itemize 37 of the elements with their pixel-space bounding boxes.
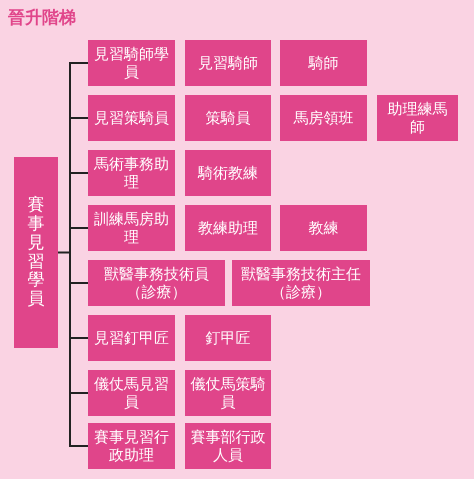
role-label: 策騎員 bbox=[206, 109, 250, 127]
role-box bbox=[280, 40, 367, 86]
role-label: 獸醫事務技術主任（診療） bbox=[240, 265, 362, 301]
role-box bbox=[280, 95, 367, 141]
role-label: 騎師 bbox=[308, 54, 338, 72]
role-box bbox=[232, 260, 370, 306]
role-box bbox=[185, 40, 271, 86]
connector-line bbox=[58, 252, 88, 447]
role-label: 儀仗馬見習員 bbox=[93, 375, 170, 411]
role-label: 賽事見習學員 bbox=[28, 196, 44, 309]
role-box bbox=[280, 205, 367, 251]
role-box bbox=[185, 315, 271, 361]
role-label: 釘甲匠 bbox=[206, 329, 250, 347]
role-box bbox=[185, 150, 271, 196]
role-box bbox=[88, 95, 175, 141]
role-label: 馬術事務助理 bbox=[93, 155, 170, 191]
role-label: 賽事見習行政助理 bbox=[93, 428, 170, 464]
role-label: 見習騎師 bbox=[198, 54, 258, 72]
role-box bbox=[185, 95, 271, 141]
role-box bbox=[185, 205, 271, 251]
role-box bbox=[377, 95, 458, 141]
trainee-box bbox=[14, 157, 58, 348]
role-label: 馬房領班 bbox=[294, 109, 354, 127]
role-label: 見習策騎員 bbox=[94, 109, 169, 127]
role-label: 教練助理 bbox=[198, 219, 258, 237]
role-label: 助理練馬師 bbox=[386, 100, 448, 136]
title: 晉升階梯 bbox=[8, 7, 76, 29]
role-box bbox=[88, 315, 175, 361]
role-label: 賽事部行政人員 bbox=[190, 428, 266, 464]
role-label: 獸醫事務技術員（診療） bbox=[103, 265, 210, 301]
role-label: 教練 bbox=[308, 219, 338, 237]
role-label: 見習騎師學員 bbox=[93, 45, 170, 81]
role-label: 騎術教練 bbox=[198, 164, 258, 182]
role-label: 見習釘甲匠 bbox=[94, 329, 169, 347]
role-label: 儀仗馬策騎員 bbox=[190, 375, 266, 411]
role-label: 訓練馬房助理 bbox=[93, 210, 170, 246]
role-box bbox=[88, 260, 225, 306]
